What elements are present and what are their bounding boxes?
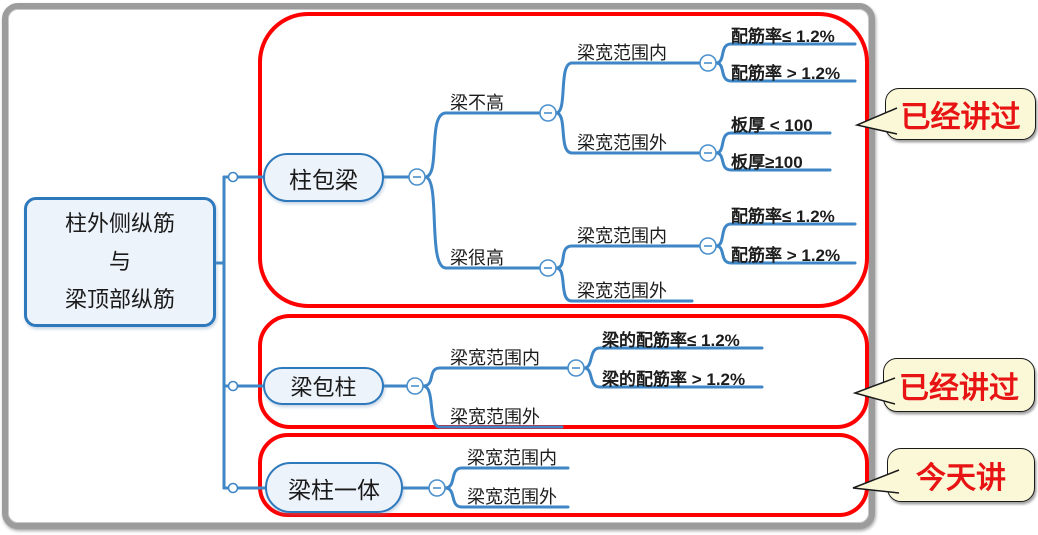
collapse-button[interactable] — [428, 479, 446, 497]
topic-peijinlv-gt[interactable]: 配筋率 > 1.2% — [731, 246, 841, 265]
topic-liang-kuan-wai[interactable]: 梁宽范围外 — [450, 407, 540, 427]
topic-liang-kuan-nei[interactable]: 梁宽范围内 — [450, 348, 540, 368]
connector-line — [714, 244, 857, 265]
topic-liang-zhu-yi-ti[interactable]: 梁柱一体 — [265, 462, 403, 513]
topic-liang-peijinlv-le[interactable]: 梁的配筋率≤ 1.2% — [602, 331, 740, 350]
collapse-button[interactable] — [408, 168, 426, 186]
topic-liang-peijinlv-gt[interactable]: 梁的配筋率 > 1.2% — [602, 370, 746, 389]
topic-ban-hou-lt[interactable]: 板厚 < 100 — [731, 116, 813, 135]
group-outline-zhubaoliang — [258, 12, 869, 308]
callout-tail — [855, 378, 895, 404]
collapse-button[interactable] — [567, 359, 585, 377]
root-topic-line: 与 — [108, 249, 131, 274]
connector-line — [423, 111, 542, 179]
callout-tail-outline — [852, 469, 900, 494]
connector-lines — [214, 42, 857, 509]
root-topic-line: 梁顶部纵筋 — [64, 287, 175, 312]
connector-line — [554, 266, 694, 303]
topic-ban-hou-ge[interactable]: 板厚≥100 — [731, 153, 803, 172]
connector-line — [554, 111, 702, 155]
callout-tail-outline — [852, 377, 896, 405]
branch-junction-dot — [227, 171, 239, 183]
connector-line — [582, 366, 764, 389]
callout-already-covered-2[interactable]: 已经讲过 — [883, 358, 1035, 412]
topic-liang-kuan-wai[interactable]: 梁宽范围外 — [577, 133, 667, 153]
root-topic-line: 柱外侧纵筋 — [64, 211, 175, 236]
connector-line — [714, 151, 832, 172]
topic-liang-hen-gao[interactable]: 梁很高 — [450, 248, 504, 268]
connector-line — [714, 61, 857, 83]
topic-liang-kuan-nei[interactable]: 梁宽范围内 — [467, 448, 557, 468]
callout-already-covered-1[interactable]: 已经讲过 — [885, 88, 1036, 140]
topic-zhu-bao-liang[interactable]: 柱包梁 — [263, 153, 384, 202]
branch-junction-dot — [227, 380, 239, 392]
topic-peijinlv-le[interactable]: 配筋率≤ 1.2% — [731, 27, 835, 46]
root-topic[interactable]: 柱外侧纵筋 与 梁顶部纵筋 — [24, 197, 216, 327]
collapse-button[interactable] — [539, 259, 557, 277]
callout-tail — [853, 470, 899, 493]
connector-line — [421, 384, 564, 429]
collapse-button[interactable] — [699, 144, 717, 162]
callout-tail — [857, 108, 897, 134]
topic-liang-kuan-wai[interactable]: 梁宽范围外 — [577, 281, 667, 301]
connector-line — [423, 175, 542, 270]
group-outline-liangzhuyiti — [258, 433, 869, 517]
topic-liang-bao-zhu[interactable]: 梁包柱 — [263, 367, 384, 405]
topic-liang-kuan-nei[interactable]: 梁宽范围内 — [577, 43, 667, 63]
collapse-button[interactable] — [699, 54, 717, 72]
collapse-button[interactable] — [406, 377, 424, 395]
topic-liang-kuan-wai[interactable]: 梁宽范围外 — [467, 487, 557, 507]
collapse-button[interactable] — [539, 104, 557, 122]
branch-junction-dot — [227, 482, 239, 494]
callout-today[interactable]: 今天讲 — [887, 448, 1035, 502]
callout-tail-outline — [854, 107, 898, 135]
topic-liang-bu-gao[interactable]: 梁不高 — [450, 93, 504, 113]
connector-line — [443, 486, 570, 509]
topic-peijinlv-le[interactable]: 配筋率≤ 1.2% — [731, 207, 835, 226]
topic-peijinlv-gt[interactable]: 配筋率 > 1.2% — [731, 64, 841, 83]
topic-liang-kuan-nei[interactable]: 梁宽范围内 — [577, 226, 667, 246]
connector-line — [554, 61, 702, 115]
collapse-button[interactable] — [699, 237, 717, 255]
